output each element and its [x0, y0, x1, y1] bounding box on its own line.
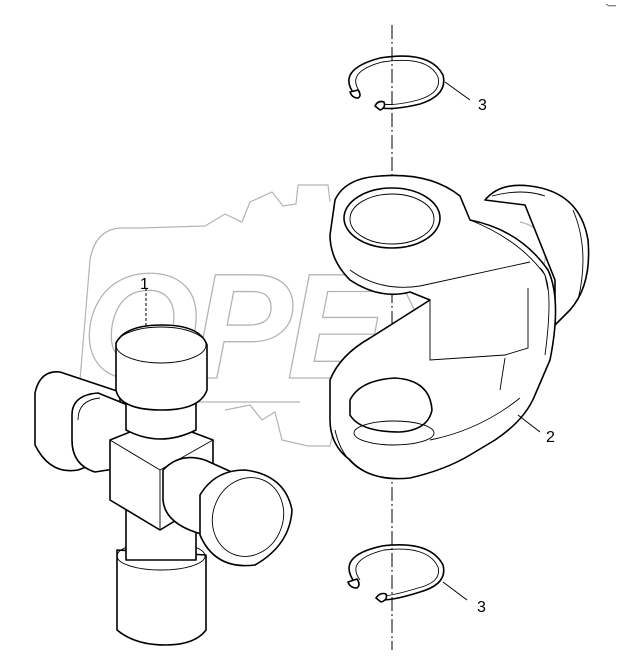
watermark-gear-outline [79, 184, 546, 447]
callout-3-bottom: 3 [477, 599, 486, 616]
leader-2 [517, 414, 541, 433]
callout-1: 1 [140, 276, 149, 293]
cross-spider: 1 [34, 276, 293, 646]
callout-3-top: 3 [478, 97, 487, 114]
yoke: 2 [329, 174, 590, 480]
callout-2: 2 [546, 429, 555, 446]
leader-3-bottom [442, 581, 468, 601]
leader-3-top [444, 81, 471, 101]
circlip-bottom: 3 [347, 544, 486, 616]
circlip-top: 3 [348, 55, 487, 114]
corner-mark-icon [606, 4, 616, 7]
